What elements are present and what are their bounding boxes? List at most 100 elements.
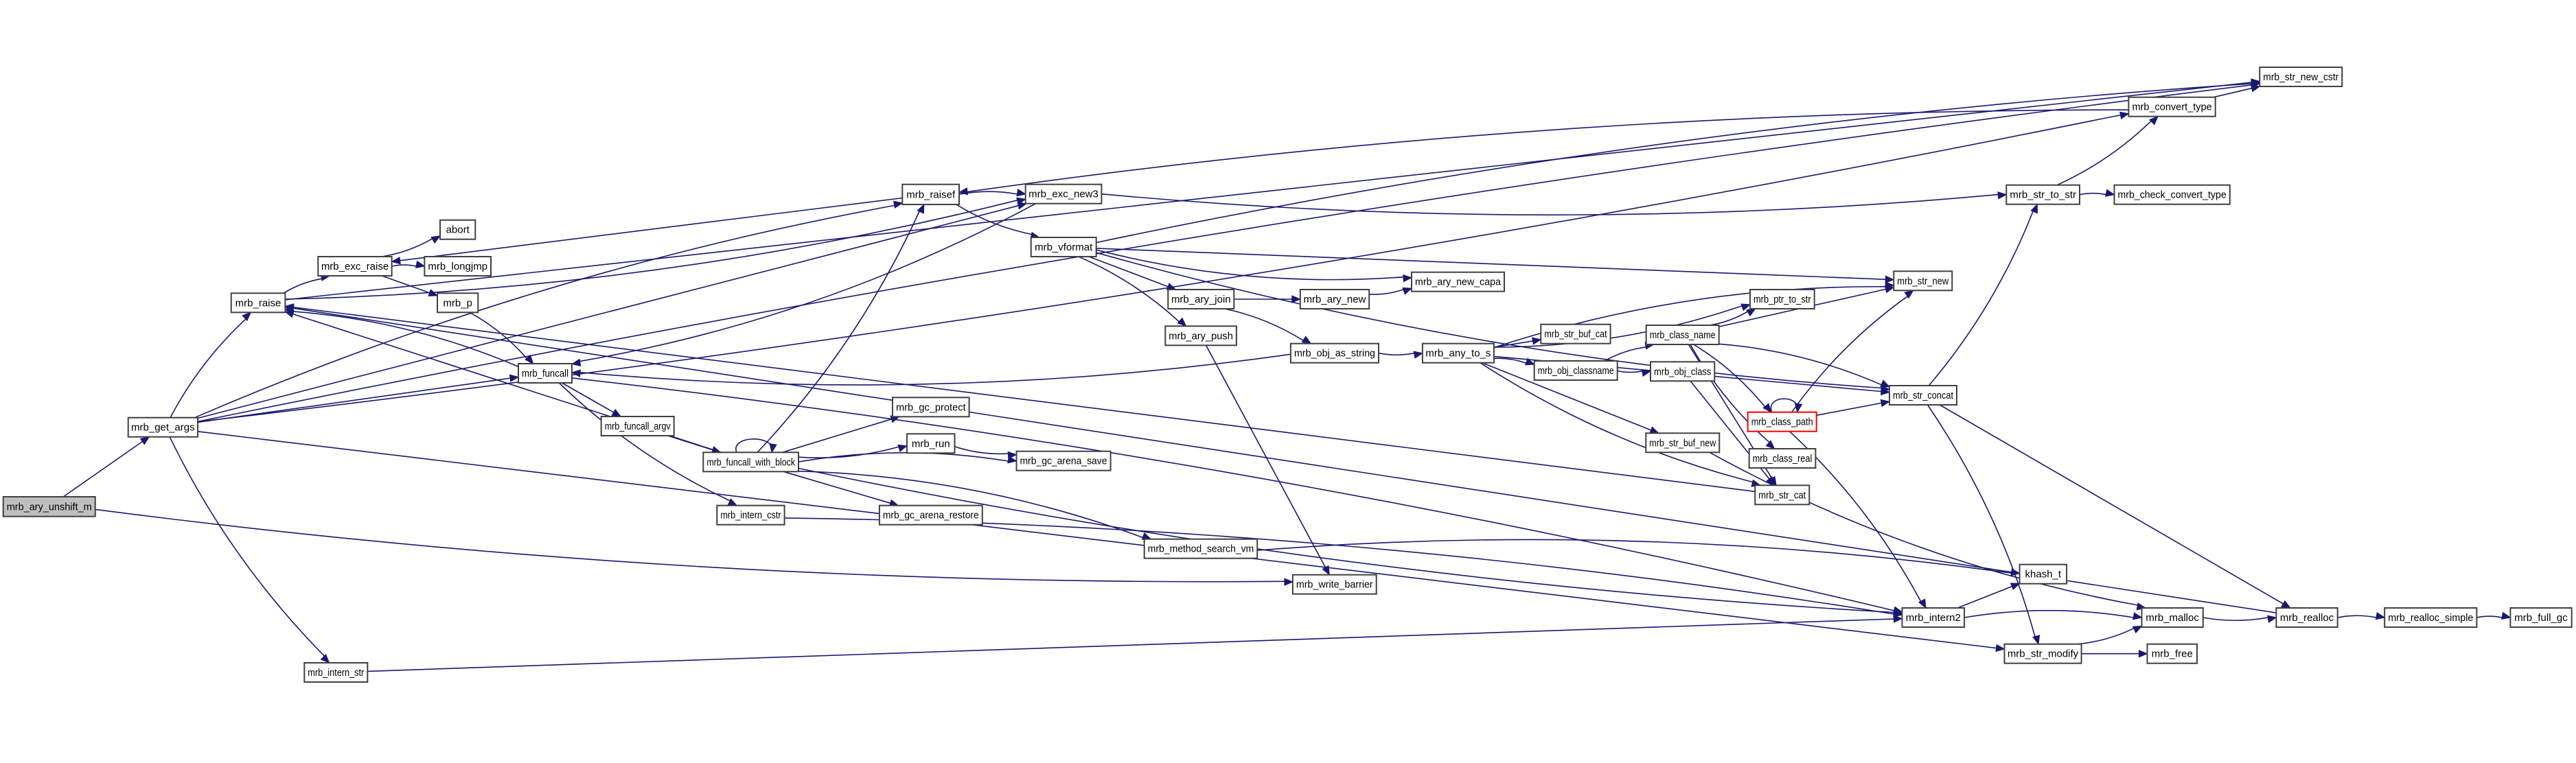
edge-line	[2056, 120, 2152, 186]
node-label: mrb_str_cat	[1758, 489, 1806, 501]
edge-line	[558, 382, 731, 502]
node-obj-class[interactable]: mrb_obj_class	[1650, 361, 1716, 382]
node-box	[1748, 448, 1817, 469]
node-box	[1421, 342, 1495, 364]
edge-intern2-to-khash	[1957, 583, 2021, 609]
edge-line	[283, 278, 322, 294]
node-str-modify[interactable]: mrb_str_modify	[2003, 643, 2082, 664]
edge-exc_raise-to-p	[382, 275, 439, 296]
node-unshift[interactable]: mrb_ary_unshift_m	[2, 496, 96, 517]
node-str-to-str[interactable]: mrb_str_to_str	[2005, 184, 2081, 205]
arrowhead-icon	[1740, 303, 1751, 312]
node-obj-classname[interactable]: mrb_obj_classname	[1533, 360, 1618, 381]
node-ptr-to-str[interactable]: mrb_ptr_to_str	[1749, 289, 1815, 309]
node-ary-push[interactable]: mrb_ary_push	[1164, 325, 1237, 347]
node-free[interactable]: mrb_free	[2146, 643, 2198, 664]
node-label: mrb_p	[443, 297, 472, 309]
node-str-buf-new[interactable]: mrb_str_buf_new	[1645, 432, 1721, 454]
node-intern-cstr[interactable]: mrb_intern_cstr	[716, 504, 785, 526]
node-raisef[interactable]: mrb_raisef	[901, 183, 961, 206]
node-exc-new3[interactable]: mrb_exc_new3	[1024, 183, 1103, 204]
node-gc-protect[interactable]: mrb_gc_protect	[892, 397, 970, 418]
node-convert-type[interactable]: mrb_convert_type	[2128, 96, 2216, 117]
arrowhead-icon	[611, 408, 622, 417]
node-gc-arena-save[interactable]: mrb_gc_arena_save	[1015, 450, 1112, 471]
edge-funcall_argv-to-funcall_wb	[667, 435, 722, 454]
node-label: mrb_malloc	[2146, 612, 2199, 624]
node-abort[interactable]: abort	[439, 219, 476, 240]
node-full-gc[interactable]: mrb_full_gc	[2509, 607, 2573, 628]
node-str-buf-cat[interactable]: mrb_str_buf_cat	[1540, 323, 1611, 344]
node-intern-str[interactable]: mrb_intern_str	[303, 662, 369, 683]
node-funcall-argv[interactable]: mrb_funcall_argv	[600, 416, 675, 436]
node-gc-arena-restore[interactable]: mrb_gc_arena_restore	[878, 504, 983, 526]
node-ary-join[interactable]: mrb_ary_join	[1167, 289, 1235, 309]
node-vformat[interactable]: mrb_vformat	[1030, 237, 1097, 257]
node-str-cat[interactable]: mrb_str_cat	[1754, 484, 1810, 506]
edge-line	[782, 419, 892, 454]
node-write-barrier[interactable]: mrb_write_barrier	[1291, 574, 1377, 595]
node-exc-raise[interactable]: mrb_exc_raise	[317, 256, 393, 277]
edge-unshift-to-write_barrier	[95, 508, 1294, 586]
arrowhead-icon	[1641, 368, 1652, 377]
node-run[interactable]: mrb_run	[906, 433, 956, 454]
edge-funcall-to-intern_cstr	[558, 382, 738, 506]
edge-line	[784, 517, 1894, 615]
node-box	[716, 504, 785, 526]
node-class-real[interactable]: mrb_class_real	[1748, 448, 1817, 469]
node-realloc-simple[interactable]: mrb_realloc_simple	[2384, 607, 2478, 628]
edge-vformat-to-str_new_cstr	[1096, 79, 2261, 244]
edge-class_name-to-str_concat	[1718, 343, 1891, 388]
node-any-to-s[interactable]: mrb_any_to_s	[1421, 342, 1495, 364]
edge-get_args-to-raisef	[194, 200, 904, 419]
arrowhead-icon	[1893, 615, 1903, 623]
edge-funcall-to-intern2	[571, 377, 1903, 614]
node-label: mrb_write_barrier	[1296, 579, 1373, 591]
arrowhead-icon	[1322, 565, 1330, 576]
edge-line	[197, 84, 2252, 423]
edge-line	[1939, 404, 2284, 604]
node-ary-new-capa[interactable]: mrb_ary_new_capa	[1411, 271, 1505, 292]
edge-line	[293, 307, 2277, 613]
node-obj-as-string[interactable]: mrb_obj_as_string	[1289, 342, 1380, 364]
node-funcall[interactable]: mrb_funcall	[518, 363, 573, 384]
node-label: mrb_ary_new	[1304, 294, 1366, 305]
arrowhead-icon	[1880, 379, 1891, 388]
arrowhead-icon	[1649, 426, 1660, 434]
edge-line	[1369, 289, 1404, 295]
arrowhead-icon	[1007, 451, 1017, 460]
edge-get_args-to-intern_str	[169, 436, 330, 664]
edge-line	[1078, 256, 1180, 322]
edge-get_args-to-str_new_cstr	[197, 80, 2261, 423]
node-str-new[interactable]: mrb_str_new	[1893, 270, 1953, 292]
node-ary-new[interactable]: mrb_ary_new	[1299, 289, 1370, 309]
node-class-name[interactable]: mrb_class_name	[1645, 325, 1720, 345]
edge-line	[197, 431, 1997, 649]
node-str-concat[interactable]: mrb_str_concat	[1889, 385, 1957, 406]
node-funcall-wb[interactable]: mrb_funcall_with_block	[702, 451, 800, 473]
edge-line	[1101, 193, 1999, 215]
edge-line	[169, 436, 325, 657]
node-method-search-vm[interactable]: mrb_method_search_vm	[1143, 538, 1258, 559]
node-realloc[interactable]: mrb_realloc	[2275, 607, 2338, 628]
arrowhead-icon	[415, 260, 426, 269]
node-str-new-cstr[interactable]: mrb_str_new_cstr	[2259, 67, 2343, 87]
node-get-args[interactable]: mrb_get_args	[127, 416, 198, 438]
node-khash[interactable]: khash_t	[2019, 563, 2068, 585]
node-box	[1749, 289, 1815, 309]
node-intern2[interactable]: mrb_intern2	[1901, 607, 1966, 628]
node-label: mrb_funcall_argv	[605, 421, 671, 432]
edge-line	[579, 202, 1036, 362]
node-p[interactable]: mrb_p	[437, 292, 479, 314]
node-box	[901, 183, 961, 206]
node-class-path[interactable]: mrb_class_path	[1747, 411, 1817, 432]
node-label: mrb_funcall_with_block	[706, 456, 795, 468]
node-longjmp[interactable]: mrb_longjmp	[424, 256, 492, 277]
node-raise[interactable]: mrb_raise	[230, 292, 286, 314]
arrowhead-icon	[430, 235, 441, 244]
edge-line	[1709, 311, 1748, 326]
node-malloc[interactable]: mrb_malloc	[2141, 607, 2204, 628]
node-box	[2019, 563, 2068, 585]
edge-ary_join-to-ary_new	[1234, 295, 1302, 303]
node-check-convert-type[interactable]: mrb_check_convert_type	[2113, 184, 2231, 205]
